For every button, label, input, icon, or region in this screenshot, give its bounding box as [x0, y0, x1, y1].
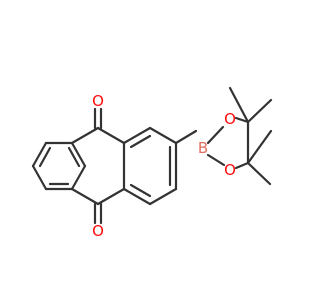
central-quinone-ring: [70, 107, 126, 225]
bond: [31, 164, 48, 191]
bond: [70, 164, 87, 191]
bond: [96, 187, 126, 206]
bond: [148, 187, 178, 206]
oxygen-label-ring-lower: O: [224, 161, 236, 179]
bond: [148, 126, 178, 145]
methyl-bond: [246, 98, 273, 124]
oxygen-label-top: O: [92, 92, 104, 110]
bond: [70, 126, 100, 145]
methyl-bond: [246, 161, 272, 186]
bond-double-inner: [67, 146, 81, 168]
oxygen-label-bottom: O: [92, 222, 104, 240]
bond: [31, 141, 48, 168]
structure-canvas: O O B O O: [31, 86, 273, 240]
b-o-bond-upper: [206, 125, 225, 145]
bond: [122, 187, 152, 206]
o-c-bond-upper: [234, 116, 250, 124]
left-benzene-ring: [31, 141, 87, 191]
bond: [96, 126, 126, 145]
bond: [70, 187, 100, 206]
boron-label: B: [198, 139, 208, 157]
b-o-bond-lower: [206, 153, 226, 167]
methyl-bond: [228, 86, 250, 124]
c-b-bond: [174, 129, 198, 145]
bond-double-inner: [38, 146, 52, 168]
pinacol-boronate-group: [174, 86, 273, 186]
bond-double-inner: [129, 183, 152, 198]
molecule-structure: O O B O O: [31, 86, 273, 240]
o-c-bond-lower: [234, 161, 250, 170]
methyl-bond: [246, 129, 273, 165]
oxygen-label-ring-upper: O: [224, 110, 236, 128]
bond-double-inner: [129, 134, 152, 149]
bond: [122, 126, 152, 145]
right-benzene-ring: [122, 126, 178, 206]
bond: [70, 141, 87, 168]
